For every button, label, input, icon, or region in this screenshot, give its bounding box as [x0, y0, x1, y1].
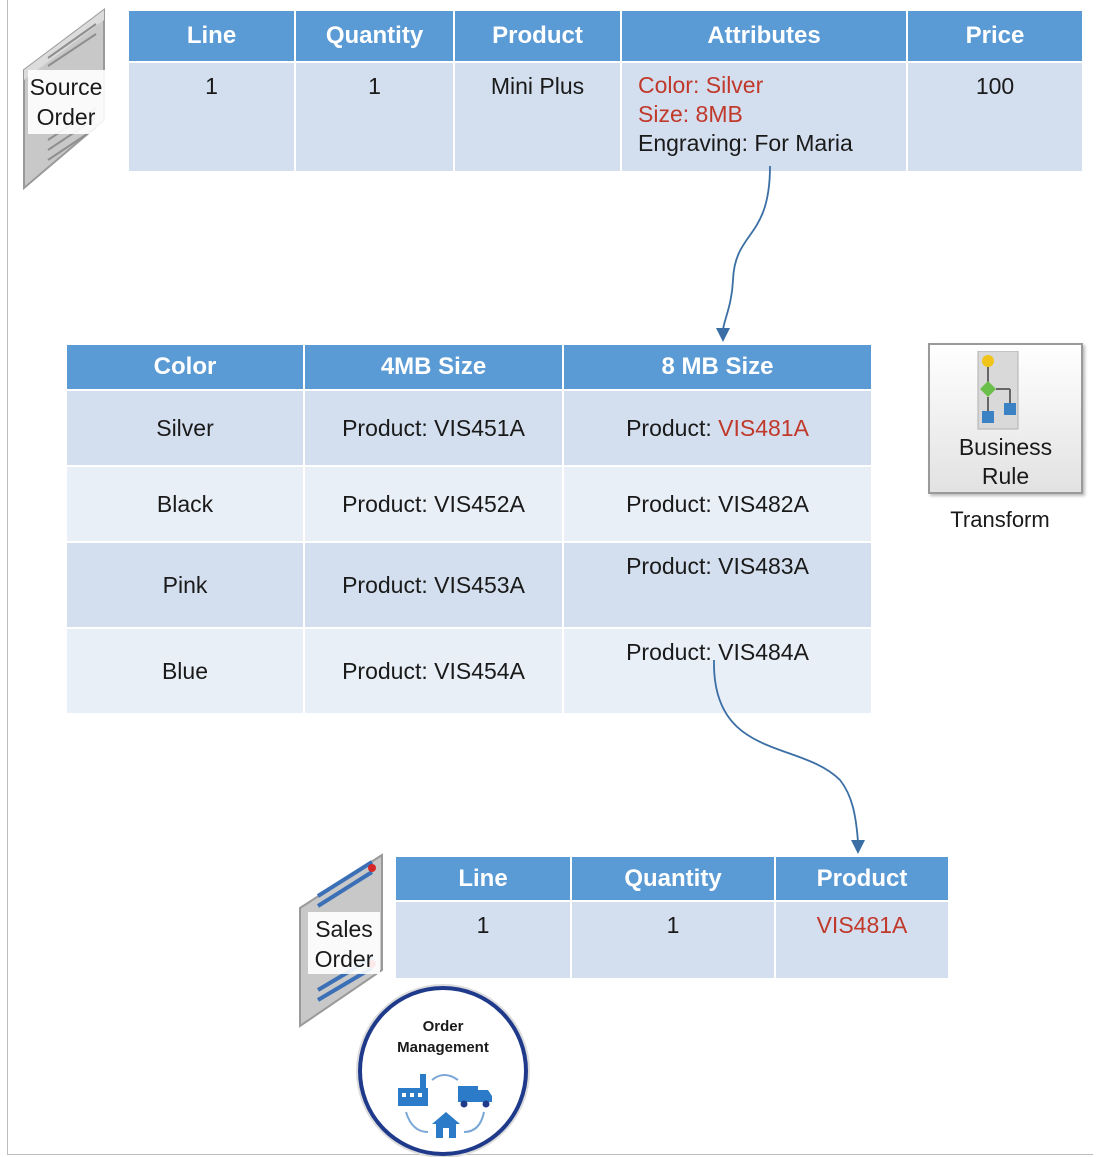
business-rule-label-line1: Business: [958, 434, 1053, 460]
rule-8mb-cell: Product: VIS484A: [564, 629, 871, 713]
sales-order-header-row: Line Quantity Product: [396, 857, 948, 900]
source-order-row: 1 1 Mini Plus Color: Silver Size: 8MB En…: [129, 63, 1082, 171]
product-code: VIS454A: [434, 657, 525, 684]
product-code: VIS452A: [434, 490, 525, 517]
rule-8mb-cell: Product: VIS482A: [564, 467, 871, 541]
order-management-label-line1: Order: [422, 1018, 464, 1035]
house-icon: [432, 1112, 460, 1138]
attr-size: Size: 8MB: [638, 101, 743, 127]
rule-row: Black Product: VIS452A Product: VIS482A: [67, 467, 871, 541]
product-prefix: Product:: [342, 490, 435, 517]
source-order-label-line2: Order: [36, 104, 96, 130]
rule-color-cell: Pink: [67, 543, 303, 627]
sales-order-table: Line Quantity Product 1 1 VIS481A: [394, 855, 950, 980]
product-code-highlighted: VIS481A: [718, 414, 809, 441]
rule-4mb-cell: Product: VIS453A: [305, 543, 562, 627]
product-prefix: Product:: [626, 490, 719, 517]
product-prefix: Product:: [342, 414, 435, 441]
rule-8mb-cell: Product: VIS481A: [564, 391, 871, 465]
col-header-4mb: 4MB Size: [305, 345, 562, 389]
col-header-quantity: Quantity: [572, 857, 774, 900]
rule-4mb-cell: Product: VIS454A: [305, 629, 562, 713]
rule-row: Silver Product: VIS451A Product: VIS481A: [67, 391, 871, 465]
product-code: VIS483A: [718, 553, 809, 579]
col-header-price: Price: [908, 11, 1082, 61]
col-header-color: Color: [67, 345, 303, 389]
source-price-cell: 100: [908, 63, 1082, 171]
product-code: VIS484A: [718, 639, 809, 665]
sales-product-cell: VIS481A: [776, 902, 948, 978]
col-header-attributes: Attributes: [622, 11, 906, 61]
rule-8mb-cell: Product: VIS483A: [564, 543, 871, 627]
arrowhead-rule: [716, 328, 730, 342]
business-rule-label-line2: Rule: [981, 463, 1030, 489]
truck-icon: [458, 1086, 492, 1108]
rule-4mb-cell: Product: VIS451A: [305, 391, 562, 465]
order-management-label: Order Management: [362, 1016, 524, 1058]
product-code: VIS451A: [434, 414, 525, 441]
source-quantity-cell: 1: [296, 63, 453, 171]
sales-order-label-line1: Sales: [315, 916, 373, 942]
col-header-line: Line: [129, 11, 294, 61]
arrow-attributes-to-rule: [722, 165, 771, 331]
rule-row: Pink Product: VIS453A Product: VIS483A: [67, 543, 871, 627]
arrowhead-sales: [851, 840, 865, 854]
order-management-badge: Order Management: [358, 986, 528, 1156]
sales-line-cell: 1: [396, 902, 570, 978]
rule-row: Blue Product: VIS454A Product: VIS484A: [67, 629, 871, 713]
business-rule-table: Color 4MB Size 8 MB Size Silver Product:…: [65, 343, 873, 715]
rule-color-cell: Silver: [67, 391, 303, 465]
col-header-line: Line: [396, 857, 570, 900]
source-line-cell: 1: [129, 63, 294, 171]
sales-order-label: Sales Order: [306, 914, 382, 974]
sales-order-row: 1 1 VIS481A: [396, 902, 948, 978]
business-rule-box: Business Rule: [928, 343, 1083, 494]
source-order-table: Line Quantity Product Attributes Price 1…: [127, 9, 1084, 173]
source-attributes-cell: Color: Silver Size: 8MB Engraving: For M…: [622, 63, 906, 171]
diagram-frame: [7, 0, 1093, 1155]
arrow-rule-to-sales: [713, 659, 859, 843]
product-code: VIS453A: [434, 571, 525, 598]
factory-icon: [398, 1074, 428, 1106]
sales-order-label-line2: Order: [314, 946, 374, 972]
source-order-header-row: Line Quantity Product Attributes Price: [129, 11, 1082, 61]
col-header-8mb: 8 MB Size: [564, 345, 871, 389]
col-header-product: Product: [455, 11, 620, 61]
attr-engraving: Engraving: For Maria: [638, 130, 853, 156]
col-header-product: Product: [776, 857, 948, 900]
order-management-label-line2: Management: [397, 1039, 489, 1056]
transform-caption: Transform: [950, 507, 1050, 532]
product-prefix: Product:: [342, 657, 435, 684]
flowchart-icon: [977, 351, 1019, 430]
rule-4mb-cell: Product: VIS452A: [305, 467, 562, 541]
product-code: VIS482A: [718, 490, 809, 517]
col-header-quantity: Quantity: [296, 11, 453, 61]
product-prefix: Product:: [626, 553, 719, 579]
product-prefix: Product:: [342, 571, 435, 598]
sales-quantity-cell: 1: [572, 902, 774, 978]
source-order-label-line1: Source: [29, 74, 103, 100]
product-prefix: Product:: [626, 639, 719, 665]
attr-color: Color: Silver: [638, 72, 764, 98]
source-order-label: Source Order: [26, 72, 106, 132]
rule-color-cell: Blue: [67, 629, 303, 713]
order-management-icons: [398, 1074, 492, 1138]
source-product-cell: Mini Plus: [455, 63, 620, 171]
rule-color-cell: Black: [67, 467, 303, 541]
business-rule-label: Business Rule: [930, 433, 1081, 491]
product-prefix: Product:: [626, 414, 719, 441]
rule-header-row: Color 4MB Size 8 MB Size: [67, 345, 871, 389]
